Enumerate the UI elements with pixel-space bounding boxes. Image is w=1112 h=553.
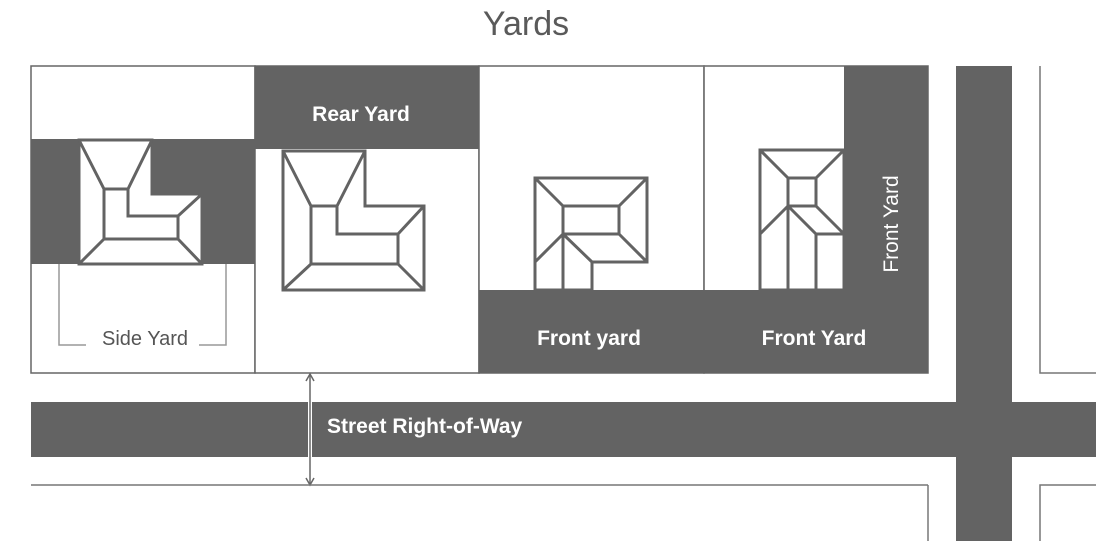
rear-yard-area [255, 66, 479, 149]
street-label: Street Right-of-Way [327, 415, 523, 438]
rear-yard-label: Rear Yard [312, 103, 410, 126]
street-right-of-way [31, 402, 1096, 457]
house-2 [281, 149, 426, 292]
east-lot-line-north [1039, 66, 1096, 374]
east-lot-line-south [1039, 484, 1096, 541]
side-yard-bracket [58, 264, 227, 346]
diagram-title: Yards [483, 5, 569, 43]
house-1 [77, 138, 204, 266]
front-yard-label-lot4: Front Yard [762, 327, 867, 350]
side-yard-label: Side Yard [102, 328, 188, 350]
house-4 [758, 148, 846, 292]
house-3 [533, 176, 649, 292]
front-yard-area [479, 66, 928, 373]
cross-street [956, 66, 1012, 541]
front-yard-label-lot3: Front yard [537, 327, 641, 350]
front-yard-side-label: Front Yard [880, 175, 903, 272]
